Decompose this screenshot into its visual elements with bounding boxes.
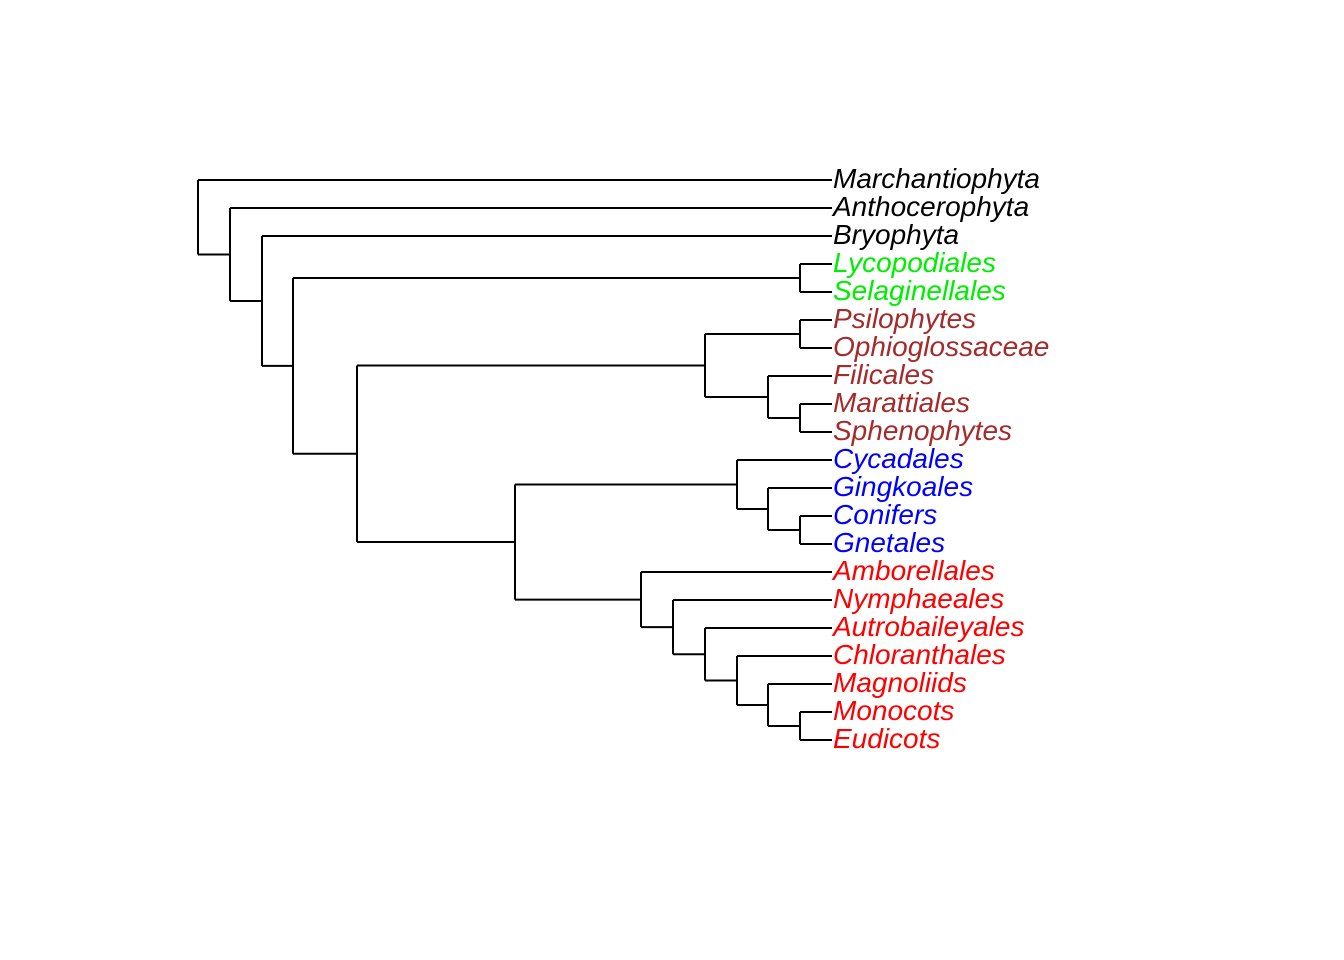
tip-label: Conifers (833, 499, 937, 530)
tip-label: Psilophytes (833, 303, 976, 334)
tip-label: Ophioglossaceae (833, 331, 1049, 362)
tip-label: Nymphaeales (833, 583, 1004, 614)
tip-label: Filicales (833, 359, 934, 390)
tip-label: Marattiales (833, 387, 970, 418)
tip-label: Magnoliids (833, 667, 967, 698)
tip-label: Amborellales (831, 555, 995, 586)
tip-label: Gingkoales (833, 471, 973, 502)
tip-label: Gnetales (833, 527, 945, 558)
tip-label: Cycadales (833, 443, 964, 474)
tip-label: Bryophyta (833, 219, 959, 250)
tip-label: Lycopodiales (833, 247, 996, 278)
tip-label: Marchantiophyta (833, 163, 1040, 194)
tip-label: Eudicots (833, 723, 940, 754)
tip-label: Sphenophytes (833, 415, 1012, 446)
tip-label: Monocots (833, 695, 954, 726)
tip-label: Chloranthales (833, 639, 1006, 670)
tip-label: Anthocerophyta (831, 191, 1029, 222)
tip-label: Autrobaileyales (831, 611, 1024, 642)
tip-label: Selaginellales (833, 275, 1006, 306)
